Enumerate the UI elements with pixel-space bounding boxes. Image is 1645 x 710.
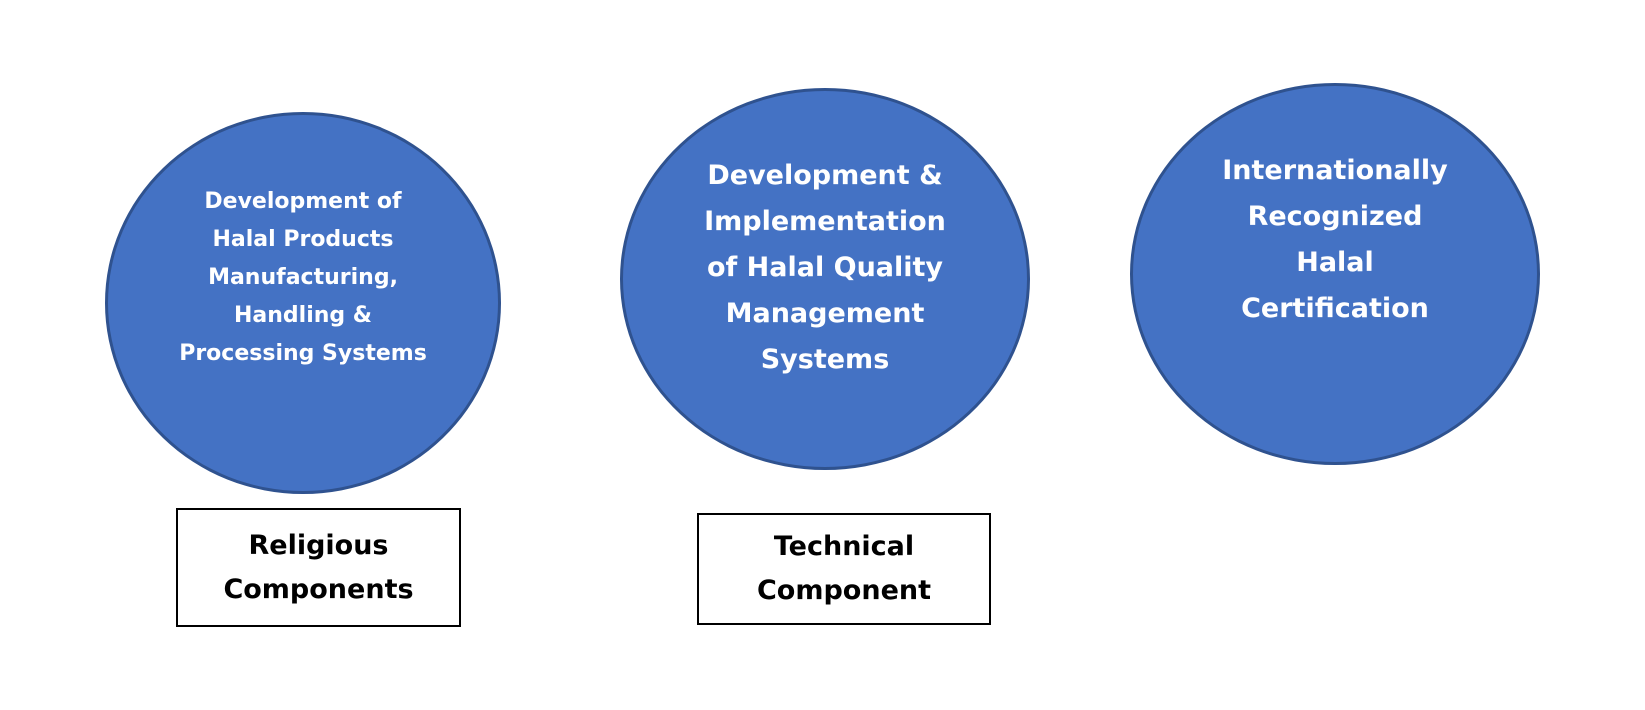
circle-text: Development & Implementation of Halal Qu… [704, 160, 946, 375]
circle-halal-products-systems: Development of Halal Products Manufactur… [105, 112, 501, 494]
label-text: Technical Component [756, 531, 932, 606]
circle-halal-certification: Internationally Recognized Halal Certifi… [1130, 83, 1540, 465]
circle-halal-quality-management: Development & Implementation of Halal Qu… [620, 88, 1030, 470]
label-box-technical-component: Technical Component [697, 513, 991, 625]
label-box-religious-components: Religious Components [176, 508, 461, 627]
circle-text: Internationally Recognized Halal Certifi… [1222, 155, 1448, 324]
circle-text: Development of Halal Products Manufactur… [179, 189, 427, 366]
label-text: Religious Components [223, 529, 414, 605]
